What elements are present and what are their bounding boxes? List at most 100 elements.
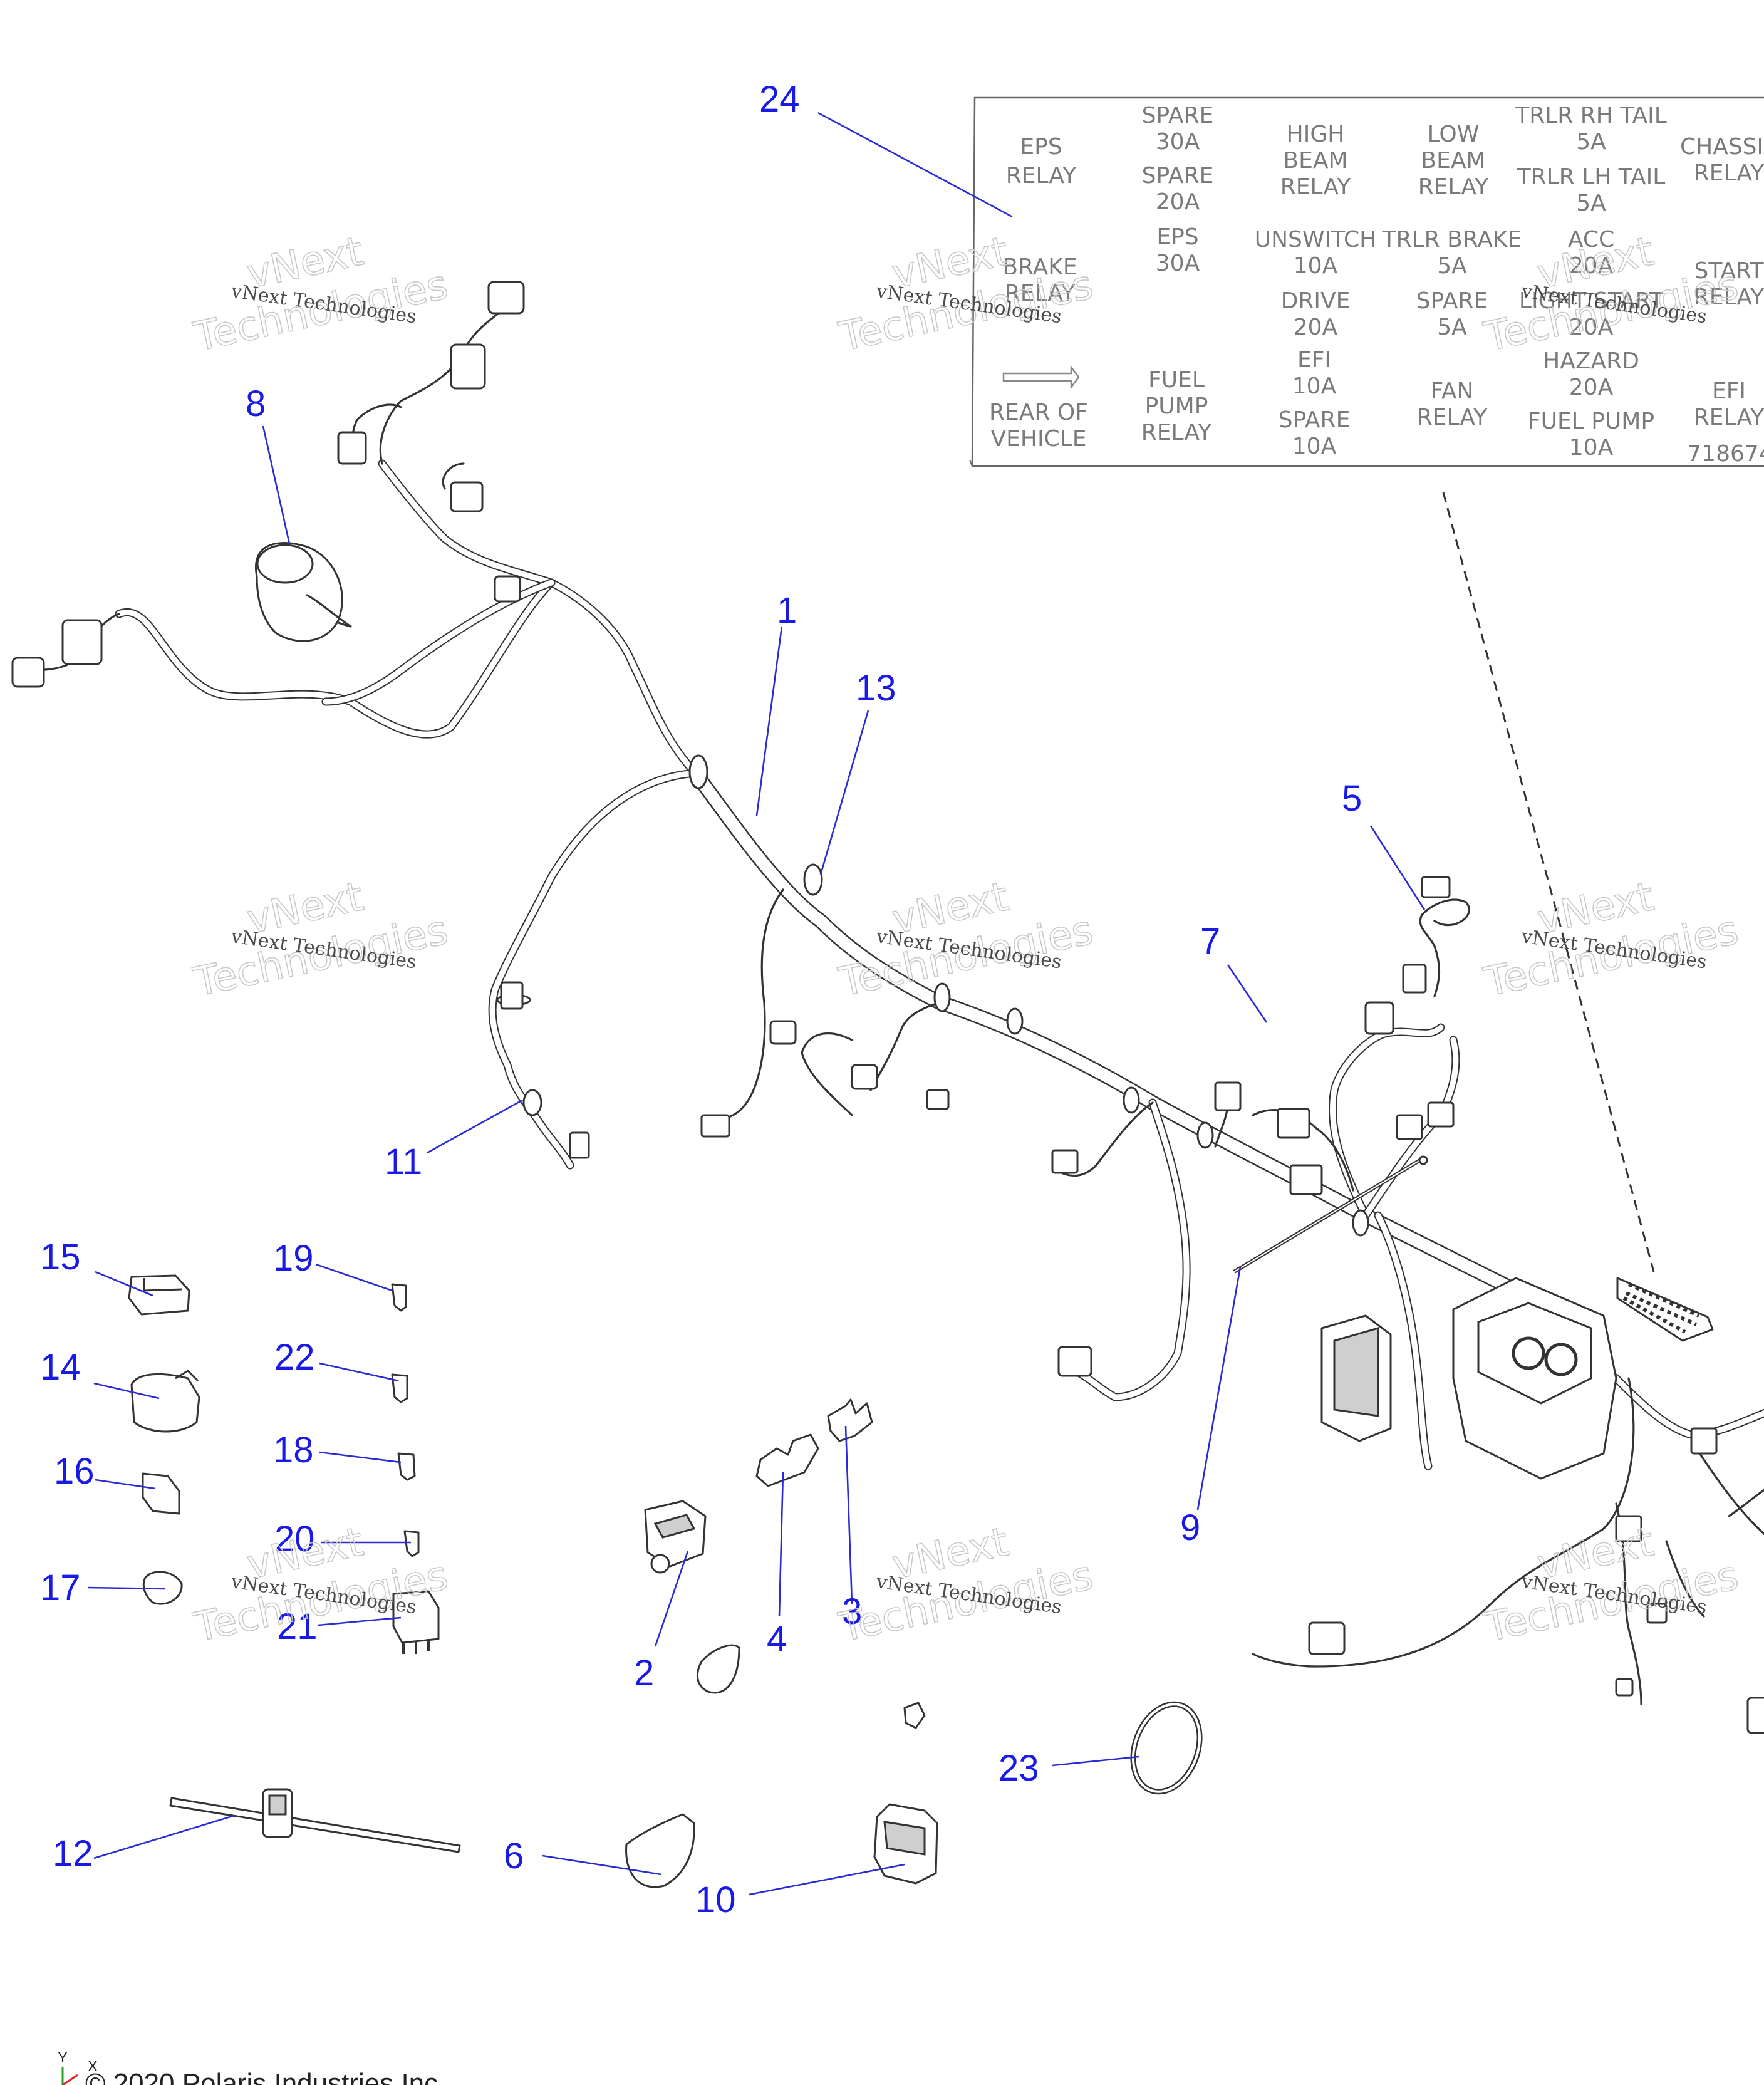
callout-22: 22 <box>274 1337 315 1378</box>
fuse-label-line: RELAY <box>1006 163 1077 189</box>
fuse-label-line: BEAM <box>1421 148 1485 174</box>
callout-15: 15 <box>40 1237 81 1277</box>
callout-19: 19 <box>273 1238 314 1279</box>
callout-3: 3 <box>842 1591 862 1632</box>
fuse-label-line: PUMP <box>1145 393 1208 419</box>
fuse-label-line: BRAKE <box>1002 254 1077 280</box>
small-decal <box>1616 1277 1714 1342</box>
callout-8: 8 <box>246 383 266 424</box>
fuse-box <box>1452 1277 1617 1480</box>
part-14-connector <box>130 1370 200 1433</box>
fuse-label-line: 30A <box>1156 251 1200 276</box>
fuse-label-line: EFI <box>1712 378 1746 404</box>
decal-dashed-leader <box>1442 492 1655 1272</box>
part-2-clip <box>696 1644 740 1694</box>
fuse-label-line: RELAY <box>1280 174 1351 200</box>
callout-20: 20 <box>274 1519 315 1559</box>
fuse-label-line: LOW <box>1428 122 1480 147</box>
fuse-label-line: RELAY <box>1417 405 1488 430</box>
callout-17: 17 <box>40 1568 81 1608</box>
fuse-label-line: 5A <box>1437 253 1467 279</box>
callout-7: 7 <box>1200 921 1220 962</box>
fuse-label-line: RELAY <box>1005 281 1076 306</box>
fuse-label-line: 10A <box>1292 434 1337 459</box>
callout-6: 6 <box>504 1836 524 1876</box>
callout-5: 5 <box>1342 778 1362 819</box>
fuse-label-line: FUEL <box>1148 367 1205 393</box>
fuse-label-line: 5A <box>1437 315 1467 340</box>
fuse-label-line: HIGH <box>1287 122 1345 147</box>
fuse-label-line: FUEL PUMP <box>1528 408 1654 434</box>
fuse-label-line: EFI <box>1297 347 1331 373</box>
fuse-label-line: VEHICLE <box>991 426 1087 452</box>
fuse-label-line: SPARE <box>1142 163 1214 189</box>
fuse-label-line: DRIVE <box>1281 288 1351 314</box>
fuse-label-line: RELAY <box>1418 174 1489 200</box>
fuse-label-line: TRLR BRAKE <box>1382 227 1522 252</box>
fuse-label-line: 20A <box>1569 375 1614 400</box>
x-axis-label: X <box>88 2058 98 2075</box>
fuse-label-line: 20A <box>1156 189 1200 215</box>
copyright-notice: © 2020 Polaris Industries Inc. <box>85 2068 445 2085</box>
part-23-loop <box>1130 1701 1203 1795</box>
fuse-label-line: 10A <box>1294 253 1338 279</box>
callout-14: 14 <box>40 1347 81 1388</box>
callout-1: 1 <box>777 590 797 631</box>
part-16-connector <box>142 1472 180 1515</box>
part-6-bracket <box>625 1813 695 1888</box>
part-2-relay-socket <box>644 1500 707 1574</box>
fuse-label-line: 10A <box>1569 435 1614 460</box>
callout-12: 12 <box>53 1833 93 1874</box>
terminal-22 <box>391 1373 408 1403</box>
callout-11: 11 <box>385 1141 422 1182</box>
callout-13: 13 <box>856 668 896 709</box>
fuse-label-line: SPARE <box>1279 407 1351 433</box>
callout-16: 16 <box>54 1451 95 1492</box>
part-3-fuse <box>827 1398 873 1442</box>
part-21-relay <box>392 1590 440 1654</box>
terminal-19 <box>391 1283 407 1312</box>
callout-18: 18 <box>273 1430 314 1470</box>
callout-leaders <box>87 112 1426 1896</box>
fuse-label-line: REAR OF <box>989 400 1088 425</box>
callout-numbers: 24 1 13 5 7 8 9 11 12 15 19 14 22 16 18 … <box>40 79 1362 1920</box>
part-17-connector <box>142 1571 183 1605</box>
part-9-strap <box>1233 1155 1428 1274</box>
fuse-label-line: SPARE <box>1416 288 1488 314</box>
fuse-label-part-number: 718674 <box>1687 441 1764 467</box>
fuse-label-line: CHASSIS <box>1680 134 1764 160</box>
x-axis-line <box>62 2074 78 2085</box>
part-15-connector <box>128 1274 190 1316</box>
part-8-cylinder <box>255 542 352 642</box>
y-axis-label: Y <box>58 2049 68 2066</box>
fuse-label-line: 5A <box>1576 129 1606 155</box>
fuse-label-line: ACC <box>1568 227 1614 252</box>
fuse-label-line: 30A <box>1156 129 1200 155</box>
fuse-label-line: START <box>1694 258 1764 284</box>
fuse-label-line: BEAM <box>1283 148 1347 174</box>
callout-10: 10 <box>695 1880 736 1920</box>
fuse-label-line: TRLR RH TAIL <box>1515 103 1667 128</box>
main-harness <box>11 281 1764 1734</box>
callout-24: 24 <box>759 79 800 120</box>
